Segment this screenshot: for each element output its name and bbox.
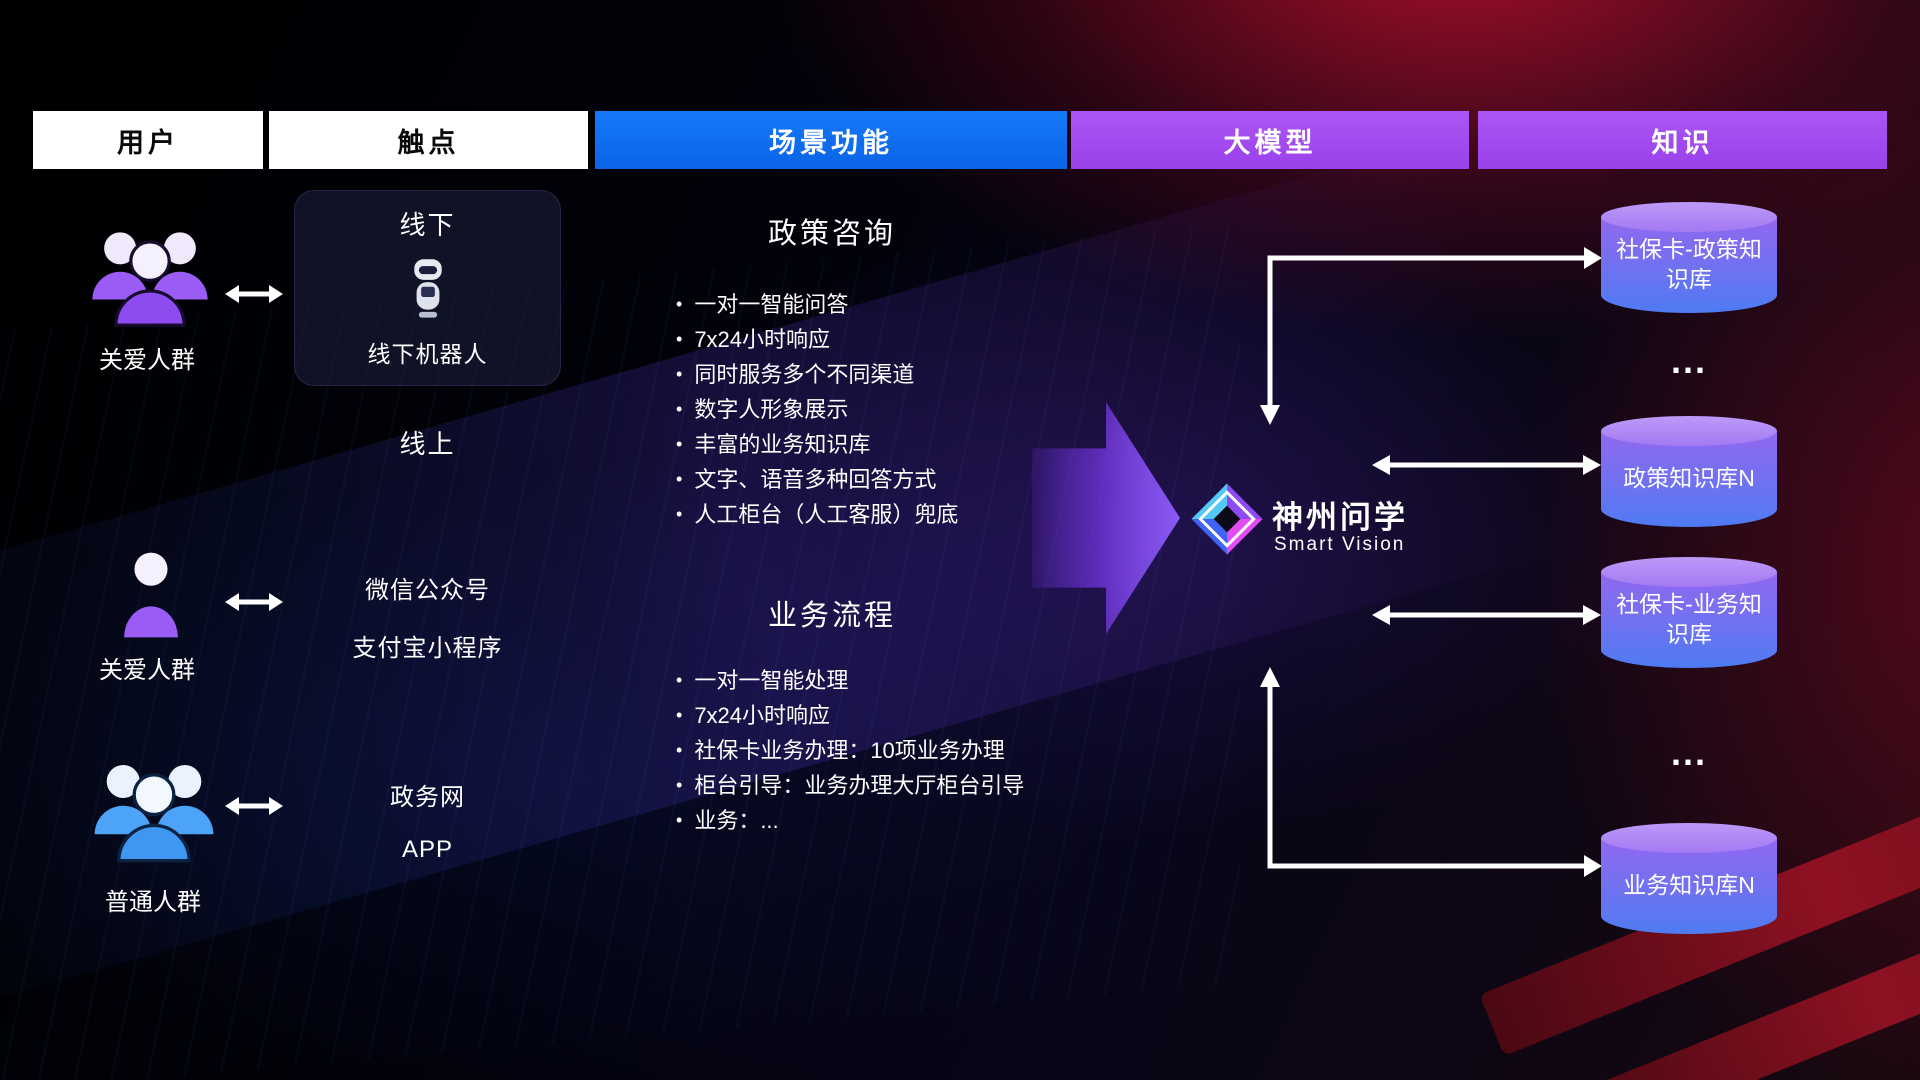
smart-vision-logo-icon — [1191, 483, 1263, 555]
offline-robot-label: 线下机器人 — [367, 341, 488, 367]
list-item: 文字、语音多种回答方式 — [676, 463, 1116, 498]
list-item: 丰富的业务知识库 — [676, 428, 1116, 463]
group-icon — [94, 765, 214, 863]
robot-icon — [413, 258, 442, 318]
channel-alipay: 支付宝小程序 — [352, 635, 503, 662]
online-label: 线上 — [399, 429, 456, 459]
scenario-title-policy: 政策咨询 — [767, 218, 896, 250]
list-item: 人工柜台（人工客服）兜底 — [676, 498, 1116, 533]
header-box-touchpoints: 触点 — [269, 111, 588, 169]
list-item: 一对一智能问答 — [676, 288, 1116, 323]
db-label: 社保卡-业务知识库 — [1616, 591, 1762, 647]
ellipsis: ... — [1670, 340, 1707, 381]
knowledge-db-cylinder: 业务知识库N — [1601, 823, 1777, 934]
scenario-title-business: 业务流程 — [767, 600, 896, 632]
knowledge-db-cylinder: 社保卡-业务知识库 — [1601, 557, 1777, 668]
channel-wechat: 微信公众号 — [365, 577, 490, 604]
left-right-arrow-icon — [225, 593, 283, 611]
header-label: 用户 — [117, 127, 179, 158]
header-label: 场景功能 — [769, 127, 893, 158]
list-item: 7x24小时响应 — [676, 699, 1116, 734]
header-box-knowledge: 知识 — [1478, 111, 1887, 169]
header-box-scenarios: 场景功能 — [595, 111, 1067, 169]
list-item: 社保卡业务办理：10项业务办理 — [676, 734, 1116, 769]
header-label: 知识 — [1651, 127, 1714, 158]
list-item: 业务：... — [676, 804, 1116, 839]
channel-app: APP — [401, 836, 454, 863]
list-item: 柜台引导：业务办理大厅柜台引导 — [676, 769, 1116, 804]
offline-touchpoint-card: 线下 线下机器人 — [294, 190, 561, 386]
knowledge-connector-arrows — [1260, 247, 1602, 877]
header-label: 触点 — [397, 127, 460, 158]
header-box-users: 用户 — [33, 111, 263, 169]
user-label: 关爱人群 — [99, 347, 195, 374]
header-label: 大模型 — [1223, 127, 1317, 158]
model-subtitle: Smart Vision — [1274, 534, 1406, 555]
model-name: 神州问学 — [1272, 500, 1408, 535]
knowledge-db-cylinder: 政策知识库N — [1601, 416, 1777, 527]
db-label: 社保卡-政策知识库 — [1616, 236, 1762, 292]
db-label: 业务知识库N — [1623, 872, 1755, 899]
header-box-model: 大模型 — [1071, 111, 1469, 169]
list-item: 7x24小时响应 — [676, 323, 1116, 358]
knowledge-db-cylinder: 社保卡-政策知识库 — [1601, 202, 1777, 313]
channel-govweb: 政务网 — [390, 784, 465, 811]
list-item: 数字人形象展示 — [676, 393, 1116, 428]
scenario-policy-list: 一对一智能问答 7x24小时响应 同时服务多个不同渠道 数字人形象展示 丰富的业… — [676, 288, 1116, 533]
person-icon — [124, 552, 178, 638]
scenario-business-list: 一对一智能处理 7x24小时响应 社保卡业务办理：10项业务办理 柜台引导：业务… — [676, 664, 1116, 839]
list-item: 一对一智能处理 — [676, 664, 1116, 699]
left-right-arrow-icon — [225, 797, 283, 815]
offline-label: 线下 — [399, 210, 456, 240]
list-item: 同时服务多个不同渠道 — [676, 358, 1116, 393]
user-label: 普通人群 — [105, 889, 201, 916]
ellipsis: ... — [1670, 732, 1707, 773]
group-icon — [92, 232, 208, 327]
user-label: 关爱人群 — [99, 657, 195, 684]
left-right-arrow-icon — [225, 285, 283, 303]
db-label: 政策知识库N — [1623, 465, 1755, 492]
